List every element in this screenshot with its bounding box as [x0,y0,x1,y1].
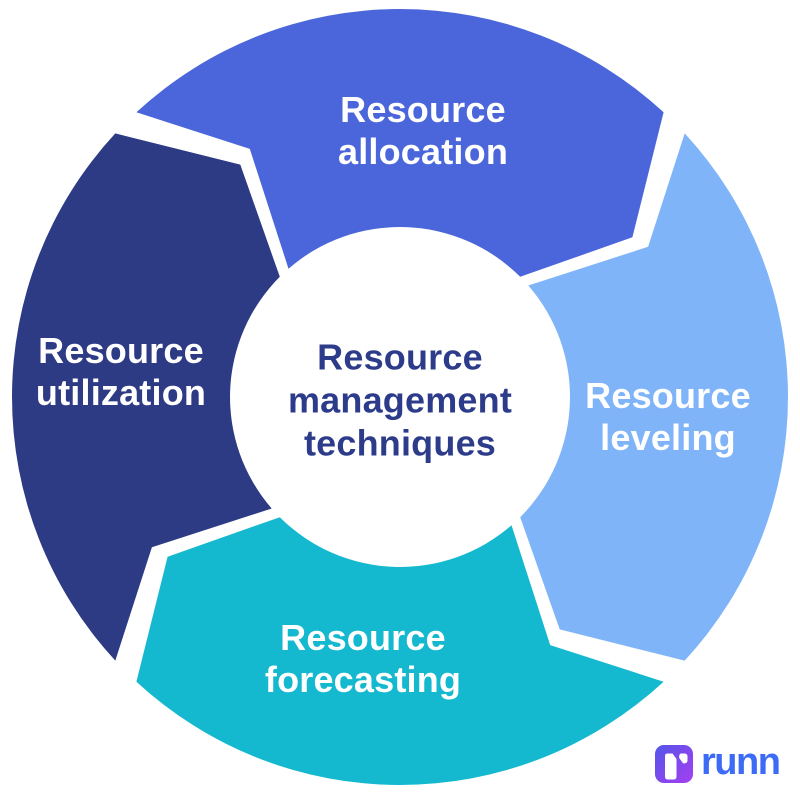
label-resource-forecasting: Resource forecasting [264,617,462,700]
segment-resource-forecasting [136,517,664,785]
segment-resource-allocation [136,9,664,277]
runn-logo-r-glyph-shoulder [679,753,688,764]
label-resource-leveling: Resource leveling [585,375,751,458]
label-resource-utilization: Resource utilization [35,330,207,413]
runn-logo [655,745,693,783]
segment-resource-utilization [12,133,280,661]
runn-logo-r-glyph-stem [665,753,677,780]
label-resource-allocation: Resource allocation [337,89,509,172]
runn-logo-wordmark: runn [701,741,781,783]
segment-resource-leveling [520,133,788,661]
center-title: Resource management techniques [287,336,513,464]
